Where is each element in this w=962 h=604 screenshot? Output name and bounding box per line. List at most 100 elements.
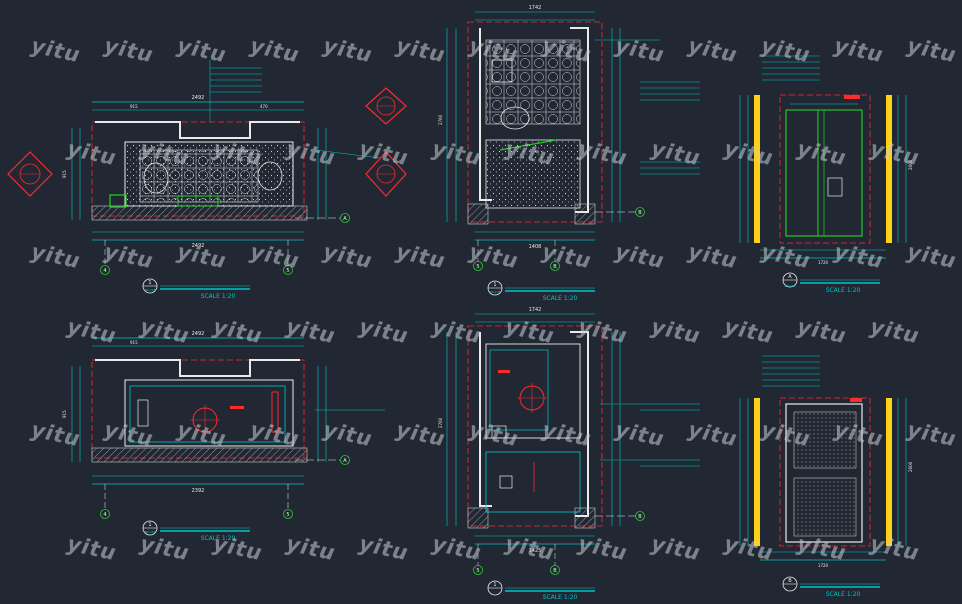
dim-width-top: 2492 <box>192 331 205 337</box>
title-number: A <box>788 274 792 280</box>
scale-label: SCALE 1:20 <box>543 295 578 302</box>
grid-bubble-b <box>550 261 560 271</box>
watermark-text: yitu <box>102 239 156 273</box>
grid-bubble-label: 5 <box>286 268 289 274</box>
watermark-text: yitu <box>357 136 411 170</box>
watermark-text: yitu <box>868 314 922 348</box>
grid-bubble-5 <box>473 565 483 575</box>
title-block-plan-2: 1 SB-105 SCALE 1:20 <box>487 280 595 302</box>
grid-bubble-label: A <box>343 458 347 464</box>
dim-width-bottom: 1408 <box>529 244 542 250</box>
dim-width: 1720 <box>818 563 829 568</box>
dim-width-top: 2492 <box>192 95 205 101</box>
title-sheet-tag: SB-105 <box>145 288 156 292</box>
dim-width-bottom: 1425 <box>529 548 542 554</box>
watermark-text: yitu <box>613 239 667 273</box>
dim-segment: 915 <box>130 104 138 109</box>
grid-bubble-label: 5 <box>476 568 479 574</box>
watermark-text: yitu <box>175 33 229 67</box>
watermark-text: yitu <box>357 531 411 565</box>
grid-bubble-label: B <box>553 568 557 574</box>
grid-bubble-label: B <box>638 514 642 520</box>
watermark-text: yitu <box>211 314 265 348</box>
watermark-text: yitu <box>467 239 521 273</box>
watermark-text: yitu <box>759 239 813 273</box>
index-markers-middle <box>365 87 407 197</box>
grid-bubble-4 <box>100 265 110 275</box>
watermark-text: yitu <box>357 314 411 348</box>
dim-height: 2600 <box>908 159 913 170</box>
watermark-text: yitu <box>102 33 156 67</box>
watermark-text: yitu <box>795 136 849 170</box>
watermark-text: yitu <box>29 417 83 451</box>
watermark-text: yitu <box>138 531 192 565</box>
grid-bubble-a <box>340 455 350 465</box>
watermark-text: yitu <box>576 531 630 565</box>
watermark-text: yitu <box>65 314 119 348</box>
watermark-text: yitu <box>540 239 594 273</box>
title-sheet-tag: SB-105 <box>145 530 156 534</box>
grid-bubble-a <box>340 213 350 223</box>
watermark-text: yitu <box>868 136 922 170</box>
grid-bubble-label: 5 <box>286 512 289 518</box>
watermark-text: yitu <box>905 417 959 451</box>
title-number: 1 <box>493 582 496 588</box>
scale-label: SCALE 1:20 <box>201 293 236 300</box>
watermark-text: yitu <box>722 136 776 170</box>
watermark-text: yitu <box>649 531 703 565</box>
plan-top-left: 2492 2492 915 470 915 <box>62 60 381 266</box>
dim-width-bottom: 2392 <box>192 488 205 494</box>
watermark-text: yitu <box>394 33 448 67</box>
title-number: 1 <box>148 280 151 286</box>
title-number: 1 <box>148 522 151 528</box>
grid-bubble-b <box>635 207 645 217</box>
title-block-plan-3: 1 SB-105 SCALE 1:20 <box>142 520 250 542</box>
watermark-text: yitu <box>905 239 959 273</box>
watermark-text: yitu <box>722 531 776 565</box>
grid-bubble-5 <box>283 509 293 519</box>
title-sheet-tag: SB-106 <box>785 284 796 288</box>
dim-segment: 915 <box>130 340 138 345</box>
scale-label: SCALE 1:20 <box>826 591 861 598</box>
title-number: 1 <box>493 282 496 288</box>
title-block-plan-1: 1 SB-105 SCALE 1:20 <box>142 278 250 300</box>
dim-width-top: 1742 <box>529 5 542 11</box>
grid-bubble-b <box>550 565 560 575</box>
watermark-text: yitu <box>832 239 886 273</box>
watermark-text: yitu <box>430 136 484 170</box>
watermark-text: yitu <box>576 314 630 348</box>
watermark-text: yitu <box>613 33 667 67</box>
watermark-text: yitu <box>284 314 338 348</box>
watermark-text: yitu <box>248 239 302 273</box>
watermark-text: yitu <box>467 33 521 67</box>
watermark-text: yitu <box>321 417 375 451</box>
plan-bottom-middle: 1742 1425 2760 <box>438 307 700 566</box>
watermark-text: yitu <box>649 314 703 348</box>
dim-width-top: 1742 <box>529 307 542 313</box>
title-number: B <box>788 578 792 584</box>
dim-depth: 2760 <box>438 114 443 125</box>
watermark-text: yitu <box>722 314 776 348</box>
watermark-text: yitu <box>211 531 265 565</box>
grid-bubble-4 <box>100 509 110 519</box>
watermark-text: yitu <box>175 239 229 273</box>
elevation-top-right: 1720 2600 <box>739 55 913 265</box>
watermark-text: yitu <box>29 33 83 67</box>
grid-bubble-label: 4 <box>103 512 106 518</box>
dim-segment: 470 <box>260 104 268 109</box>
watermark-text: yitu <box>905 33 959 67</box>
watermark-text: yitu <box>430 314 484 348</box>
watermark-text: yitu <box>138 314 192 348</box>
dim-depth: 915 <box>62 410 67 418</box>
watermark-text: yitu <box>284 531 338 565</box>
grid-bubble-b <box>635 511 645 521</box>
plan-bottom-left: 2492 2392 915 915 <box>62 331 385 510</box>
watermark-text: yitu <box>394 239 448 273</box>
grid-bubble-label: 5 <box>476 264 479 270</box>
grid-bubble-label: A <box>343 216 347 222</box>
watermark-text: yitu <box>430 531 484 565</box>
dim-depth: 2760 <box>438 417 443 428</box>
plan-top-middle: 1742 1408 2760 <box>438 5 700 262</box>
title-block-elevation-2: B SCALE 1:20 <box>782 576 880 598</box>
